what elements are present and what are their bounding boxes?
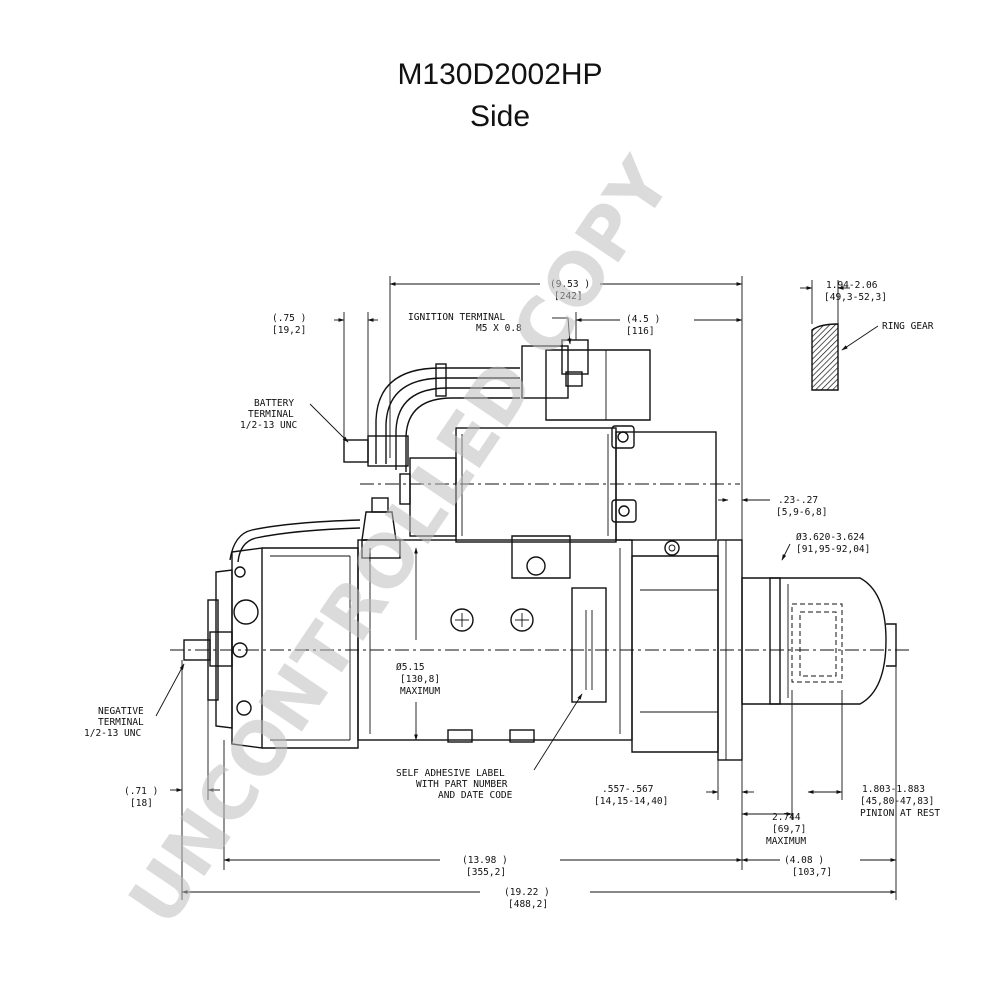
dim-69-7: [69,7] [772, 824, 806, 835]
dim-45-80: [45,80-47,83] [860, 796, 934, 807]
ignition-terminal-thread: M5 X 0.8 [476, 323, 522, 334]
pinion-at-rest: PINION AT REST [860, 808, 940, 819]
negative-terminal-label-1: NEGATIVE [98, 706, 144, 717]
wiring-harness [183, 363, 520, 716]
label-note-2: WITH PART NUMBER [416, 779, 508, 790]
drawing-title: M130D2002HP [397, 58, 603, 91]
dim-2744: 2.744 [772, 812, 801, 823]
label-note-1: SELF ADHESIVE LABEL [396, 768, 505, 779]
dim-1803: 1.803-1.883 [862, 784, 925, 795]
battery-terminal-label-2: TERMINAL [248, 409, 294, 420]
battery-terminal-label-1: BATTERY [254, 398, 294, 409]
dim-071: (.71 ) [124, 786, 158, 797]
ring-gear-dim: 1.94-2.06 [826, 280, 878, 291]
drawing-subtitle: Side [469, 100, 531, 133]
dim-103-7: [103,7] [792, 867, 832, 878]
dim-488-2: [488,2] [508, 899, 548, 910]
dim-355-2: [355,2] [466, 867, 506, 878]
dim-19-22: (19.22 ) [504, 887, 550, 898]
dimension-labels: (9.53 ) [242] (.75 ) [19,2] IGNITION TER… [84, 279, 940, 910]
dim-4-08: (4.08 ) [784, 855, 824, 866]
ring-gear-dim-metric: [49,3-52,3] [824, 292, 887, 303]
centerlines [170, 483, 910, 651]
dia-maximum: MAXIMUM [400, 686, 440, 697]
negative-terminal-thread: 1/2-13 UNC [84, 728, 141, 739]
ring-gear [811, 323, 839, 391]
dim-14-15: [14,15-14,40] [594, 796, 668, 807]
label-note-3: AND DATE CODE [438, 790, 513, 801]
dim-242: [242] [554, 291, 583, 302]
dim-557: .557-.567 [602, 784, 653, 795]
dim-19-2: [19,2] [272, 325, 306, 336]
dim-5-9: [5,9-6,8] [776, 507, 827, 518]
dim-13-98: (13.98 ) [462, 855, 508, 866]
negative-terminal-label-2: TERMINAL [98, 717, 144, 728]
watermark-uncontrolled-copy: UNCONTROLLED COPY [112, 143, 687, 940]
battery-terminal-thread: 1/2-13 UNC [240, 420, 297, 431]
dim-2744-maximum: MAXIMUM [766, 836, 806, 847]
dia-130-8: [130,8] [400, 674, 440, 685]
dim-91-95: [91,95-92,04] [796, 544, 870, 555]
dim-023: .23-.27 [778, 495, 818, 506]
dim-075: (.75 ) [272, 313, 306, 324]
dim-3620: Ø3.620-3.624 [796, 532, 865, 543]
ring-gear-label: RING GEAR [882, 321, 934, 332]
ignition-terminal-label: IGNITION TERMINAL [408, 312, 506, 323]
dim-9-53: (9.53 ) [550, 279, 590, 290]
starter-motor-body [207, 539, 897, 761]
dim-116: [116] [626, 326, 655, 337]
dimension-lines [155, 276, 897, 900]
dia-515: Ø5.15 [396, 662, 425, 673]
dim-4-5: (4.5 ) [626, 314, 660, 325]
dim-18: [18] [130, 798, 153, 809]
